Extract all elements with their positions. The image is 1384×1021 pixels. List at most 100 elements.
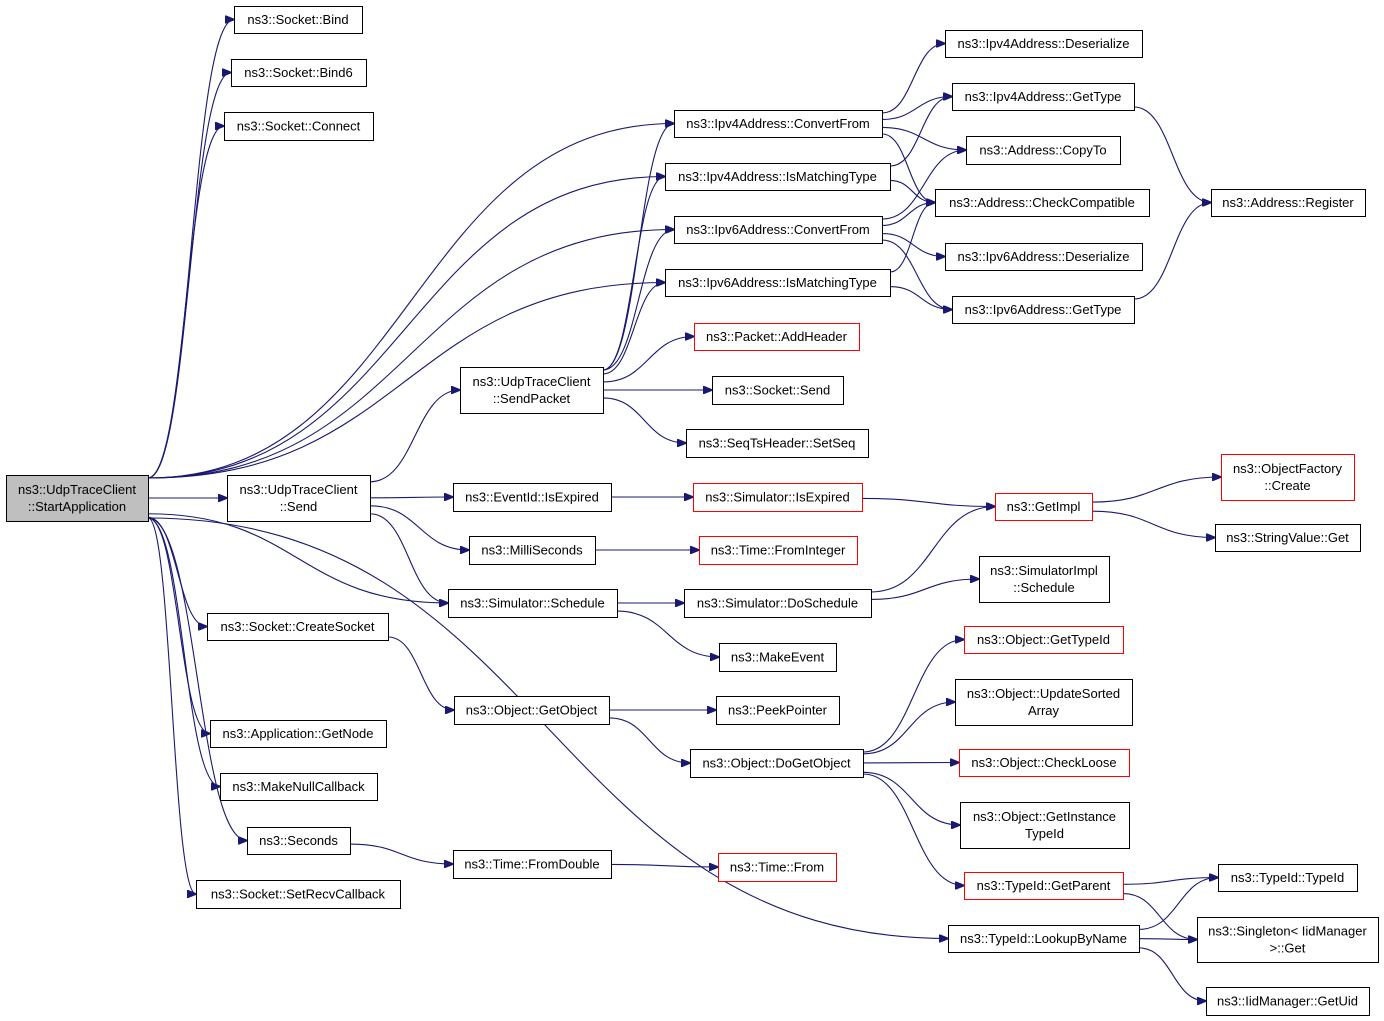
node-label: ns3::Ipv4Address::IsMatchingType (678, 169, 877, 184)
node-checkloose[interactable]: ns3::Object::CheckLoose (959, 749, 1130, 777)
node-label: ns3::Singleton< IidManager (1208, 924, 1367, 939)
node-label: ::Schedule (1013, 580, 1074, 595)
node-box (952, 296, 1135, 324)
node-ipv4convert[interactable]: ns3::Ipv4Address::ConvertFrom (674, 110, 883, 138)
node-ipv6gettype[interactable]: ns3::Ipv6Address::GetType (952, 296, 1135, 324)
edge-udpsend-to-evisexpired (369, 497, 453, 498)
node-checkcompat[interactable]: ns3::Address::CheckCompatible (935, 189, 1150, 217)
node-simimplsched[interactable]: ns3::SimulatorImpl::Schedule (979, 556, 1110, 603)
edge-ipv6match-to-ipv6gettype (889, 286, 952, 310)
node-label: ns3::TypeId::LookupByName (960, 931, 1127, 946)
node-lookupbyname[interactable]: ns3::TypeId::LookupByName (948, 925, 1140, 953)
node-box (960, 802, 1130, 849)
node-box (716, 696, 840, 725)
edge-ipv6convert-to-ipv6gettype (881, 239, 952, 310)
node-root[interactable]: ns3::UdpTraceClient::StartApplication (6, 475, 149, 522)
node-bind[interactable]: ns3::Socket::Bind (234, 6, 363, 34)
node-label: ns3::Socket::SetRecvCallback (211, 887, 386, 902)
node-setrecvcb[interactable]: ns3::Socket::SetRecvCallback (196, 880, 401, 909)
node-evisexpired[interactable]: ns3::EventId::IsExpired (453, 483, 612, 512)
node-label: ns3::GetImpl (1007, 499, 1081, 514)
node-seconds[interactable]: ns3::Seconds (247, 827, 351, 855)
node-timefrom[interactable]: ns3::Time::From (718, 853, 837, 882)
node-makenullcb[interactable]: ns3::MakeNullCallback (220, 773, 378, 801)
node-milliseconds[interactable]: ns3::MilliSeconds (469, 536, 596, 565)
node-simisexpired[interactable]: ns3::Simulator::IsExpired (693, 483, 863, 512)
node-udpsend[interactable]: ns3::UdpTraceClient::Send (227, 475, 371, 522)
node-copyto[interactable]: ns3::Address::CopyTo (966, 136, 1121, 165)
node-sendpacket[interactable]: ns3::UdpTraceClient::SendPacket (460, 367, 604, 414)
node-makeevent[interactable]: ns3::MakeEvent (719, 643, 837, 672)
node-box (948, 925, 1140, 953)
edge-root-to-ipv4convert (147, 124, 674, 479)
node-label: ::SendPacket (493, 391, 571, 406)
node-getnode[interactable]: ns3::Application::GetNode (210, 720, 387, 748)
node-box (964, 872, 1124, 900)
node-box (196, 880, 401, 909)
node-label: ns3::Ipv4Address::GetType (965, 89, 1122, 104)
node-getobject[interactable]: ns3::Object::GetObject (454, 696, 610, 725)
node-socketsend[interactable]: ns3::Socket::Send (712, 376, 844, 405)
node-box (712, 376, 844, 405)
node-box (207, 613, 389, 641)
node-getparent[interactable]: ns3::TypeId::GetParent (964, 872, 1124, 900)
edge-dogetobject-to-getinsttypeid (862, 771, 960, 825)
node-ipv6convert[interactable]: ns3::Ipv6Address::ConvertFrom (674, 216, 883, 244)
node-getimpl[interactable]: ns3::GetImpl (995, 493, 1093, 521)
node-bind6[interactable]: ns3::Socket::Bind6 (231, 59, 367, 87)
node-box (1206, 987, 1370, 1016)
node-label: ns3::IidManager::GetUid (1217, 994, 1358, 1009)
node-label: ns3::StringValue::Get (1226, 530, 1349, 545)
node-fromdouble[interactable]: ns3::Time::FromDouble (453, 850, 612, 879)
node-box (231, 59, 367, 87)
node-label: ns3::Object::GetTypeId (977, 632, 1110, 647)
node-label: ns3::Socket::CreateSocket (221, 619, 375, 634)
node-box (453, 850, 612, 879)
node-ipv4match[interactable]: ns3::Ipv4Address::IsMatchingType (665, 163, 891, 191)
node-label: ns3::Ipv6Address::ConvertFrom (686, 222, 870, 237)
node-box (1221, 454, 1355, 501)
node-label: ns3::EventId::IsExpired (465, 490, 599, 505)
nodes-layer: ns3::UdpTraceClient::StartApplicationns3… (6, 6, 1379, 1016)
node-connect[interactable]: ns3::Socket::Connect (224, 112, 374, 141)
edge-getparent-to-typeidtypeid (1122, 878, 1218, 885)
node-schedule[interactable]: ns3::Simulator::Schedule (448, 589, 618, 618)
node-box (945, 30, 1143, 58)
edge-ipv6gettype-to-register (1133, 203, 1211, 300)
edges-layer (147, 20, 1221, 1002)
edge-root-to-ipv6convert (147, 230, 674, 479)
node-label: ns3::Packet::AddHeader (706, 329, 848, 344)
node-objfactorycreate[interactable]: ns3::ObjectFactory::Create (1221, 454, 1355, 501)
node-doschedule[interactable]: ns3::Simulator::DoSchedule (684, 589, 872, 618)
node-dogetobject[interactable]: ns3::Object::DoGetObject (690, 749, 864, 778)
node-register[interactable]: ns3::Address::Register (1211, 189, 1366, 217)
node-addheader[interactable]: ns3::Packet::AddHeader (694, 323, 860, 351)
node-label: ns3::Address::CopyTo (979, 143, 1106, 158)
node-ipv4deser[interactable]: ns3::Ipv4Address::Deserialize (945, 30, 1143, 58)
node-frominteger[interactable]: ns3::Time::FromInteger (699, 536, 858, 565)
node-createsocket[interactable]: ns3::Socket::CreateSocket (207, 613, 389, 641)
node-ipv6deser[interactable]: ns3::Ipv6Address::Deserialize (945, 243, 1143, 271)
node-box (945, 243, 1143, 271)
node-getuid[interactable]: ns3::IidManager::GetUid (1206, 987, 1370, 1016)
edge-simisexpired-to-getimpl (861, 497, 995, 506)
node-ipv6match[interactable]: ns3::Ipv6Address::IsMatchingType (665, 269, 891, 297)
node-label: ns3::Object::GetInstance (973, 809, 1116, 824)
node-label: ns3::Object::GetObject (466, 703, 598, 718)
node-ipv4gettype[interactable]: ns3::Ipv4Address::GetType (952, 83, 1135, 111)
node-label: ns3::Socket::Bind (247, 12, 348, 27)
node-box (1218, 864, 1358, 892)
node-peekpointer[interactable]: ns3::PeekPointer (716, 696, 840, 725)
node-gettypeid[interactable]: ns3::Object::GetTypeId (964, 626, 1124, 654)
node-label: ns3::Time::From (730, 860, 824, 875)
node-box (224, 112, 374, 141)
node-box (979, 556, 1110, 603)
edge-ipv4gettype-to-register (1133, 106, 1211, 203)
node-singletonget[interactable]: ns3::Singleton< IidManager >::Get (1197, 917, 1379, 963)
edge-sendpacket-to-setseq (602, 397, 686, 443)
node-typeidtypeid[interactable]: ns3::TypeId::TypeId (1218, 864, 1358, 892)
node-setseq[interactable]: ns3::SeqTsHeader::SetSeq (686, 429, 869, 458)
node-stringvalueget[interactable]: ns3::StringValue::Get (1215, 524, 1361, 552)
